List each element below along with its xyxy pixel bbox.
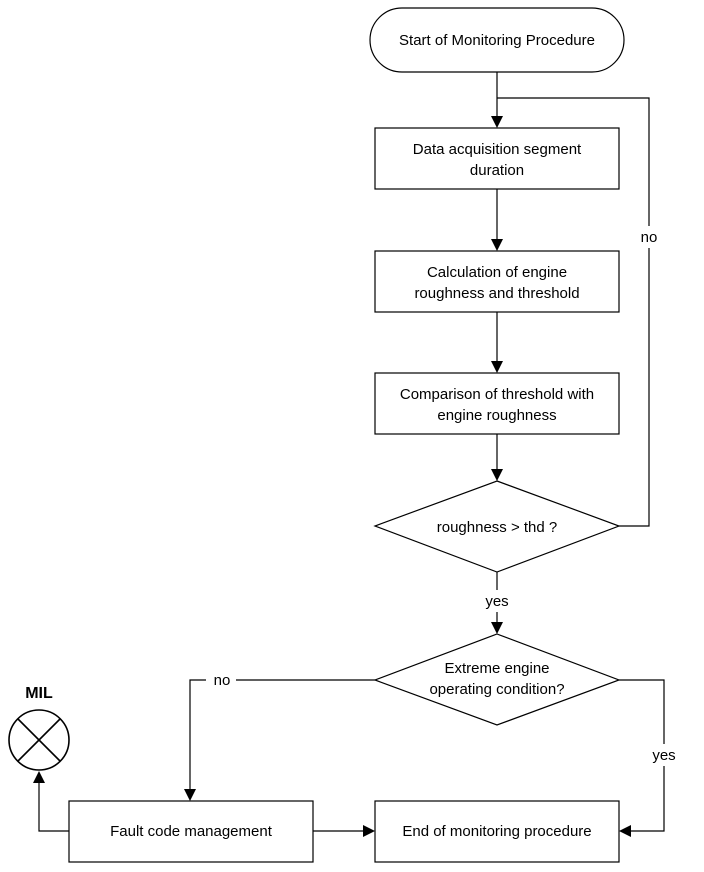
arrowhead-mil bbox=[33, 771, 45, 783]
arrowhead-fault bbox=[184, 789, 196, 801]
roughness-decision-label: roughness > thd ? bbox=[437, 519, 558, 536]
connector-fault-to-mil bbox=[38, 783, 69, 832]
arrowhead-decision2 bbox=[491, 622, 503, 634]
arrowhead-end-right bbox=[619, 825, 631, 837]
yes2-label: yes bbox=[652, 747, 675, 764]
no2-label: no bbox=[214, 672, 231, 689]
calculation-box bbox=[374, 250, 620, 313]
comparison-box bbox=[374, 372, 620, 435]
comparison-line1: Comparison of threshold with bbox=[400, 386, 594, 403]
extreme-condition-line1: Extreme engine bbox=[444, 660, 549, 677]
extreme-condition-decision-diamond bbox=[373, 633, 621, 726]
data-acquisition-box bbox=[374, 127, 620, 190]
extreme-condition-line2: operating condition? bbox=[429, 681, 564, 698]
arrowhead-calc bbox=[491, 239, 503, 251]
connector-no-to-fault bbox=[189, 679, 375, 789]
mil-lamp-icon bbox=[8, 709, 70, 771]
data-acquisition-line1: Data acquisition segment bbox=[413, 141, 582, 158]
arrowhead-compare bbox=[491, 361, 503, 373]
end-label: End of monitoring procedure bbox=[402, 823, 591, 840]
end-box bbox=[374, 800, 620, 863]
comparison-line2: engine roughness bbox=[437, 407, 556, 424]
mil-label: MIL bbox=[25, 685, 53, 702]
no-loop-label-bg bbox=[634, 226, 664, 248]
yes1-label: yes bbox=[485, 593, 508, 610]
connector-no-loop bbox=[497, 97, 650, 527]
calculation-line1: Calculation of engine bbox=[427, 264, 567, 281]
no2-label-bg bbox=[206, 670, 236, 690]
arrowhead-end-left bbox=[363, 825, 375, 837]
data-acquisition-line2: duration bbox=[470, 162, 524, 179]
start-label: Start of Monitoring Procedure bbox=[399, 32, 595, 49]
yes1-label-bg bbox=[479, 590, 515, 612]
arrowhead-acq bbox=[491, 116, 503, 128]
no-loop-label: no bbox=[641, 229, 658, 246]
fault-code-label: Fault code management bbox=[110, 823, 273, 840]
calculation-line2: roughness and threshold bbox=[414, 285, 579, 302]
arrowhead-decision1 bbox=[491, 469, 503, 481]
yes2-label-bg bbox=[646, 744, 682, 766]
